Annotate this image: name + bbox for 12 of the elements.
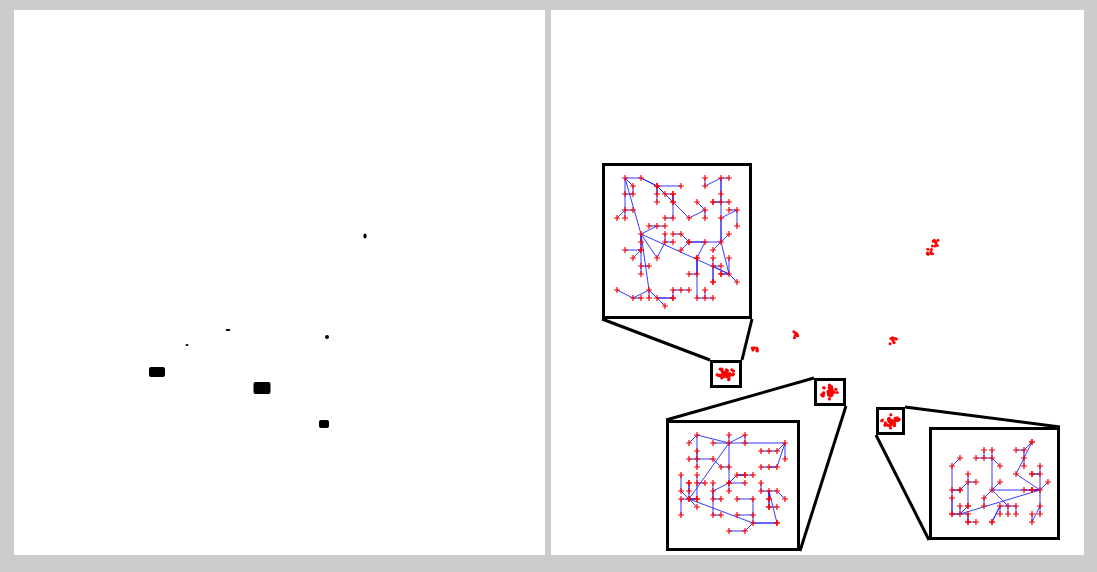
zoom-connector-line [798,405,848,552]
zoom-connector-line [665,376,815,422]
zoom-region-box [814,378,846,406]
zoom-inset-box [929,427,1060,540]
zoom-inset-box [602,163,752,319]
zoom-inset-box [666,420,800,551]
zoom-region-box [876,407,905,435]
zoom-connector-line [740,318,754,361]
zoom-region-box [710,360,742,388]
zoom-connector-line [874,434,931,541]
zoom-connector-line [904,405,1061,429]
zoom-connector-line [601,317,711,362]
